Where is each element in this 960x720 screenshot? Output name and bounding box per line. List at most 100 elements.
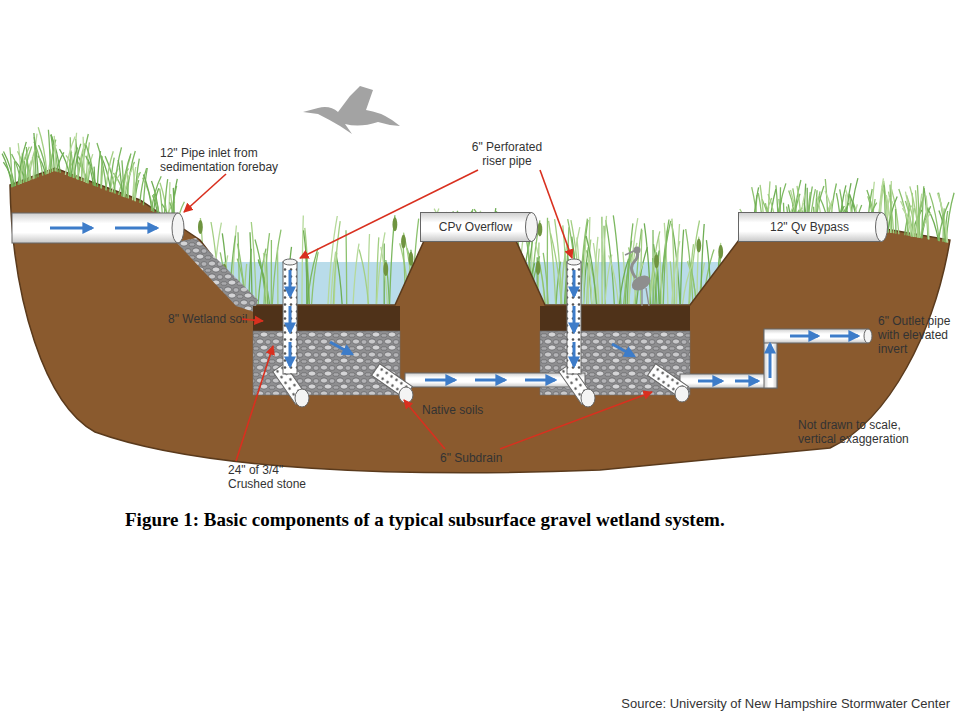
grass-blade [14,161,16,186]
cattail-head [409,252,414,266]
grass-blade [78,162,88,183]
cattail-head [383,262,388,276]
grass-blade [143,174,152,211]
grass-blade [588,217,590,304]
grass-blade [106,151,113,190]
grass-blade [916,190,918,237]
note-text: Not drawn to scale, vertical exaggeratio… [798,418,928,446]
wetland-soil-layer [253,306,690,331]
grass-blade [2,154,12,188]
grass-blade [690,221,700,305]
grass-blade [277,248,279,304]
wetland-soil-layer [253,306,400,331]
layer-label: Native soils [422,403,512,417]
grass-blade [264,253,267,304]
leader-arrow [242,319,263,321]
grass-blade [70,137,72,177]
grass-blade [583,238,586,304]
leader-arrow [404,400,445,449]
grass-blade [345,230,347,304]
grass-blade [359,250,368,305]
grass-blade [93,167,95,186]
callout-label: 8" Wetland soil [168,312,248,326]
grass-blade [151,176,161,210]
flow-arrow [830,335,858,338]
pipe-end [876,213,888,242]
subdrain-pipe [864,329,872,343]
grass-blade [140,168,147,203]
flying-heron [303,86,400,134]
riprap-slope [176,238,258,312]
grass-blade [903,208,914,237]
subdrain-pipe [295,389,309,407]
grass-blade [124,169,133,197]
grass-blade [312,252,319,304]
grass-blade [926,206,929,240]
source-credit: Source: University of New Hampshire Stor… [520,697,950,711]
subdrain-pipe [405,373,585,387]
grass-blade [65,136,75,175]
subdrain-pipe [675,386,689,402]
bypass-pipe: 12" Qv Bypass [738,212,888,242]
cattail-head [536,261,541,275]
grass-blade [24,147,32,183]
perforated-riser-pipe [283,259,297,265]
grass-blade [38,127,47,174]
grass-blade [606,220,615,304]
grass-blade [54,136,56,172]
grass-blade [264,233,270,304]
inlet-pipe [12,213,184,243]
grass-blade [26,147,28,181]
grass-blade [24,161,26,182]
grass-blade [306,252,307,304]
grass-blade [649,231,659,304]
leader-arrow [236,346,273,461]
grass-blade [551,233,562,304]
flow-arrow [573,270,576,296]
flow-arrow [50,228,858,381]
grass-blade [549,221,556,304]
grass-blade [97,143,107,190]
grass-blade [654,244,660,304]
standing-heron [625,247,653,307]
grass-blade [890,185,892,233]
flow-arrow [573,306,576,332]
grass-blade [271,240,272,304]
flow-arrow [735,380,758,383]
crushed-stone-layer [253,331,400,395]
cattail-head [718,245,723,259]
flow-arrow [289,306,292,332]
grass-blade [895,209,897,234]
grass-blade [251,222,256,304]
perforated-riser-pipe [283,259,581,374]
inlet-pipe [12,213,178,243]
grass-blade [302,216,303,304]
flow-arrow [698,380,722,383]
pipe-label: 12" Qv Bypass [738,212,888,234]
grass-blade [81,155,82,181]
subdrain-pipe [764,329,868,343]
flow-arrow [612,344,634,356]
grass-blade [12,154,22,184]
callout-label: 12" Pipe inlet from sedimentation foreba… [160,146,300,174]
pipe-label: CPv Overflow [420,212,538,234]
standing-heron [641,288,642,306]
grass-blade [597,249,600,304]
grass-blade [304,230,310,304]
standing-heron [631,250,637,278]
flow-arrow [425,379,455,382]
cattail-head [198,220,203,234]
flow-arrow [475,379,505,382]
leader-arrow [500,392,652,449]
callout-label: 6" Outlet pipe with elevated invert [878,314,960,356]
flow-arrow [50,227,92,230]
grass-blade [133,164,136,201]
grass-blade [625,241,632,304]
flow-arrow [573,342,576,366]
grass-blade [663,231,667,305]
grass-blade [71,147,78,177]
leader-arrow [300,170,478,258]
